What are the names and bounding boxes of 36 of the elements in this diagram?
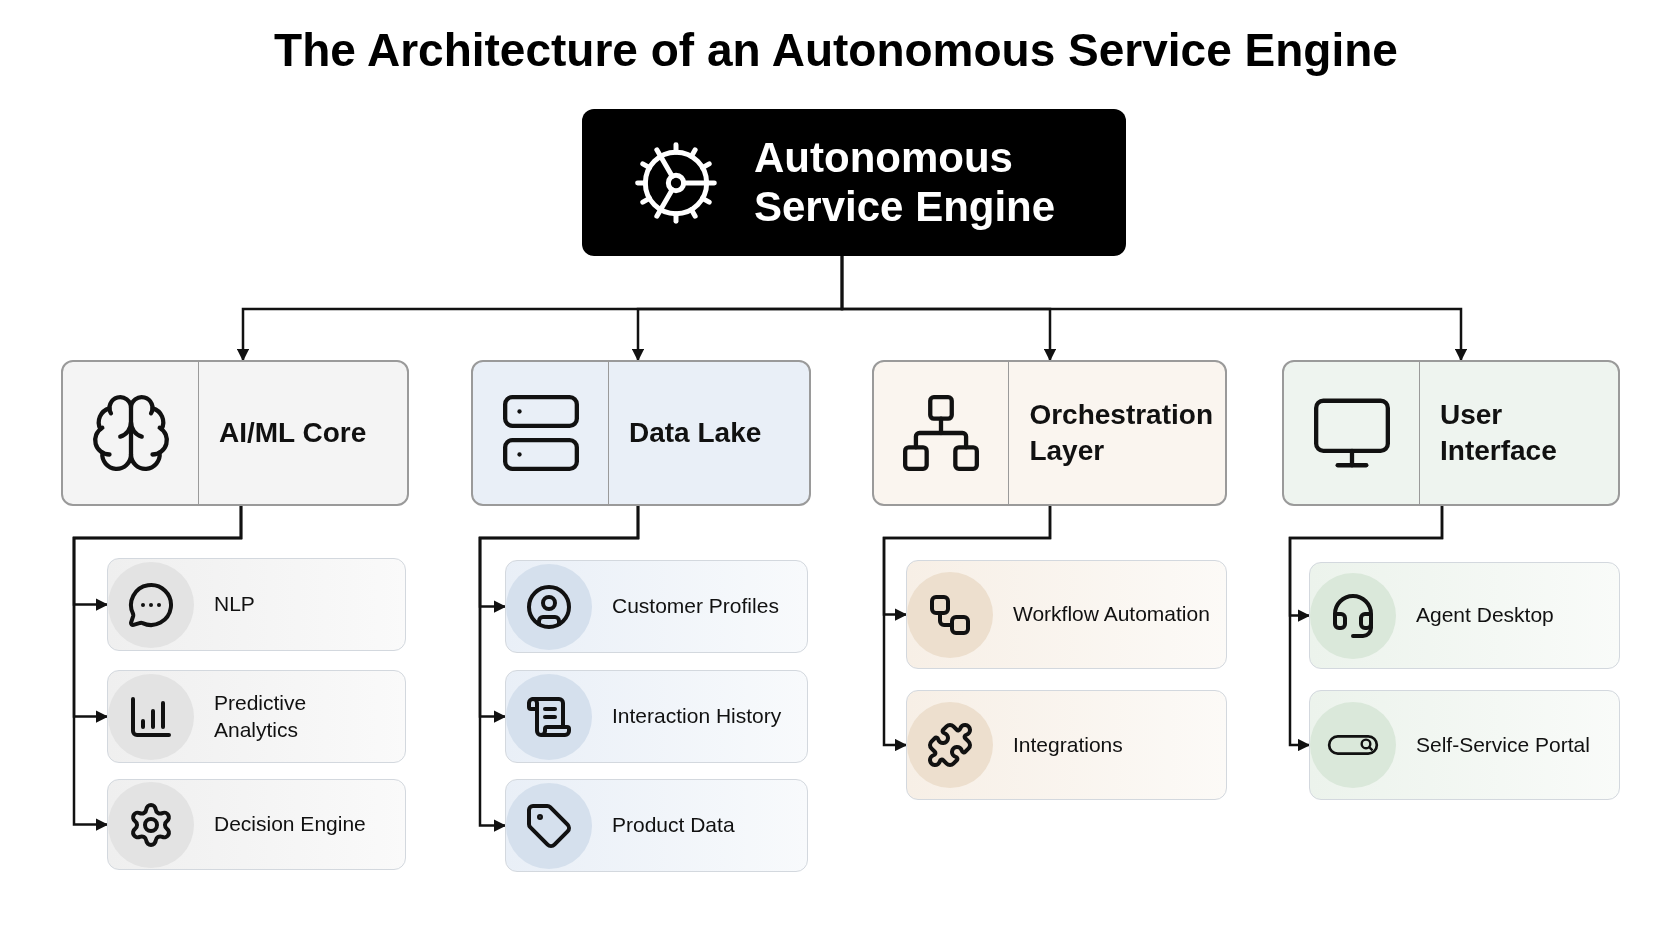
item-card [505,779,808,872]
category-title: AI/ML Core [219,415,368,450]
item-card [107,779,406,870]
connector-arrow [882,506,1052,752]
item-label: Customer Profiles [612,593,780,620]
item-card [1309,690,1620,800]
item-card [1309,562,1620,669]
category-title: Data Lake [629,415,763,450]
connector-arrow [840,256,1468,362]
item-card [505,670,808,763]
item-card [107,670,406,763]
connector-arrow [1288,506,1444,752]
item-label: Self-Service Portal [1416,731,1591,758]
diagram-title: The Architecture of an Autonomous Service Engine [273,23,1399,78]
item-card [107,558,406,651]
item-label: Product Data [612,812,736,839]
connector-arrow [72,506,243,831]
item-label: Predictive Analytics [214,690,308,743]
category-card [872,360,1227,506]
category-card [61,360,409,506]
item-card [906,690,1227,800]
item-label: Integrations [1013,731,1124,758]
category-title: Orchestration Layer [1029,397,1213,468]
item-label: Interaction History [612,703,783,730]
engine-title: Autonomous Service Engine [754,134,1057,231]
category-card [471,360,811,506]
category-card [1282,360,1620,506]
item-card [906,560,1227,669]
engine-box [582,109,1126,256]
item-label: Decision Engine [214,811,367,838]
item-label: Workflow Automation [1013,601,1211,628]
item-label: Agent Desktop [1416,602,1555,629]
category-title: User Interface [1440,397,1558,468]
connector-arrow [478,506,640,832]
item-card [505,560,808,653]
item-label: NLP [214,591,256,618]
